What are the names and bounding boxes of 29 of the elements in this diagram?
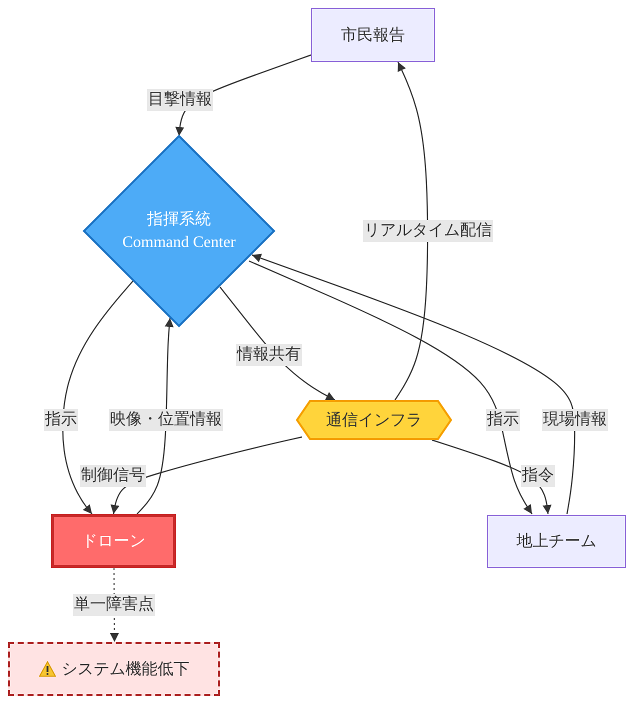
arrow <box>248 260 532 514</box>
hexagon-node <box>296 400 452 440</box>
arrow <box>252 254 576 514</box>
edge-label: 指示 <box>486 409 520 431</box>
arrow <box>62 280 134 514</box>
decision-diamond <box>83 135 275 327</box>
edge-label: 単一障害点 <box>73 594 155 616</box>
arrow <box>394 62 428 400</box>
edge-label: 現場情報 <box>542 409 608 431</box>
arrow <box>136 318 174 514</box>
node-text: 通信インフラ <box>326 410 422 430</box>
process-box <box>51 514 176 568</box>
node-text: システム機能低下 <box>62 660 190 680</box>
process-box <box>487 515 626 568</box>
node-text: 市民報告 <box>341 26 405 46</box>
node-text: ドローン <box>82 532 146 552</box>
node-text: 指揮系統 <box>147 210 211 230</box>
edge-label: 映像・位置情報 <box>109 409 223 431</box>
edge-label: 指示 <box>44 409 78 431</box>
arrow <box>110 436 302 514</box>
node-text: Command Center <box>122 233 236 253</box>
edge-label: 目撃情報 <box>147 89 213 111</box>
edge-label: リアルタイム配信 <box>363 220 493 242</box>
alert-box <box>8 642 220 696</box>
edge-label: 情報共有 <box>236 344 302 366</box>
node-text: 地上チーム <box>516 532 596 552</box>
process-box <box>311 8 435 62</box>
edge-label: 制御信号 <box>80 465 146 487</box>
edge-label: 指令 <box>521 465 555 487</box>
